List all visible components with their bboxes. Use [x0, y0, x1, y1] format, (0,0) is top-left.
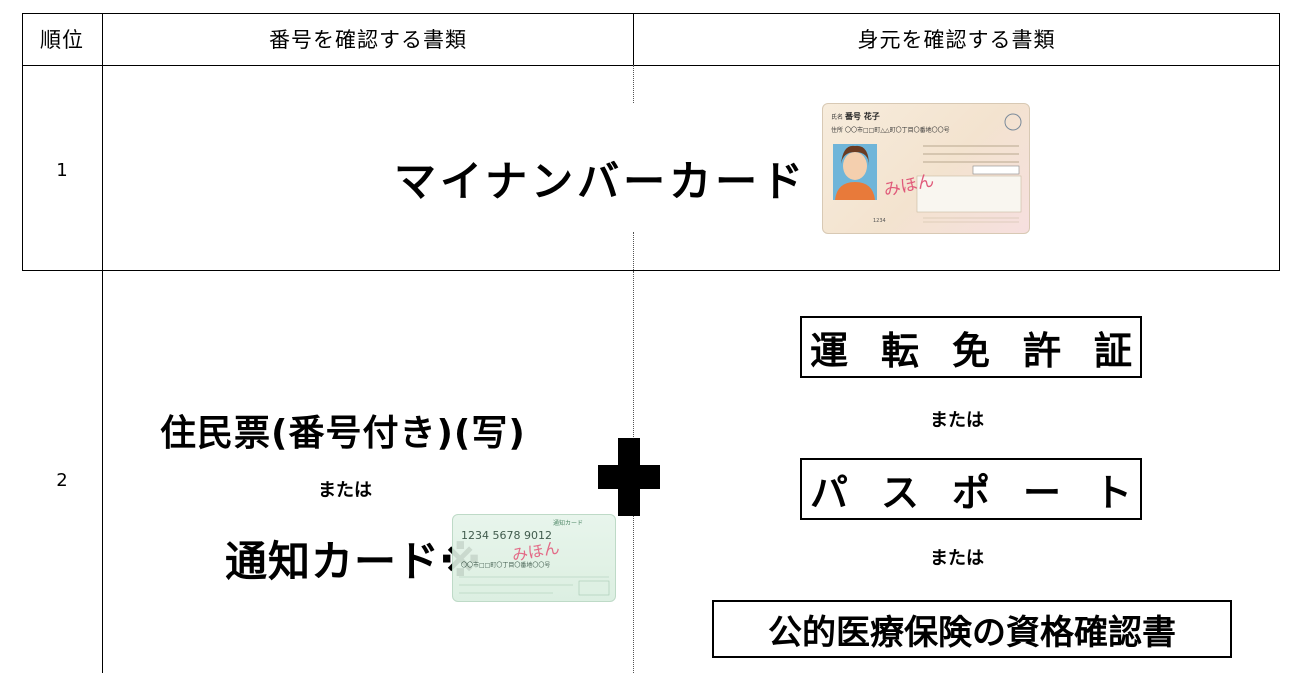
- drivers-license-char-3: 免: [951, 328, 990, 373]
- notice-card-label: 通知カード※: [225, 537, 482, 586]
- drivers-license-box: 運 転 免 許 証: [800, 316, 1142, 378]
- mynumber-card-label: マイナンバーカード: [394, 157, 808, 206]
- drivers-license-char-1: 運: [810, 328, 849, 373]
- juminhyo-label: 住民票(番号付き)(写): [160, 413, 526, 454]
- or-label-right-2: または: [930, 548, 984, 569]
- rank-column-border: [102, 13, 103, 673]
- table-top-border: [22, 13, 1280, 14]
- notice-card-address: 〇〇市□□町〇丁目〇番地〇〇号: [461, 561, 550, 569]
- mynumber-card-image: 氏名 番号 花子 住所 〇〇市□□町△△町〇丁目〇番地〇〇号 みほん 1234: [822, 103, 1030, 234]
- table-left-border: [22, 13, 23, 271]
- notice-card-title: 通知カード: [553, 519, 583, 527]
- or-label-left: または: [318, 480, 372, 501]
- passport-box: パ ス ポ ー ト: [800, 458, 1142, 520]
- header-identity-docs: 身元を確認する書類: [857, 28, 1056, 52]
- passport-char-1: パ: [810, 470, 849, 515]
- table-right-border: [1279, 13, 1280, 271]
- header-rank: 順位: [40, 28, 84, 52]
- header-mid-border: [633, 13, 634, 65]
- drivers-license-char-4: 許: [1022, 328, 1061, 373]
- header-number-docs: 番号を確認する書類: [269, 28, 467, 52]
- passport-char-5: ト: [1093, 470, 1132, 515]
- card-name-label: 氏名: [831, 113, 843, 121]
- drivers-license-char-5: 証: [1093, 328, 1132, 373]
- drivers-license-char-2: 転: [880, 328, 919, 373]
- card-id-number: 1234: [873, 218, 886, 224]
- row2-rank: 2: [56, 470, 68, 491]
- notice-card-number: 1234 5678 9012: [461, 529, 552, 542]
- health-insurance-certificate-box: 公的医療保険の資格確認書: [712, 600, 1232, 658]
- passport-char-3: ポ: [951, 470, 990, 515]
- health-insurance-certificate-label: 公的医療保険の資格確認書: [768, 612, 1176, 653]
- header-bottom-border: [22, 65, 1280, 66]
- card-address-label: 住所: [831, 126, 843, 134]
- card-address: 〇〇市□□町△△町〇丁目〇番地〇〇号: [845, 126, 950, 134]
- passport-char-2: ス: [880, 470, 919, 515]
- or-label-right-1: または: [930, 410, 984, 431]
- passport-char-4: ー: [1022, 470, 1061, 515]
- row1-dotted-divider-top: [633, 65, 634, 103]
- plus-icon: [598, 438, 660, 516]
- row1-dotted-divider-bottom: [633, 232, 634, 270]
- card-name: 番号 花子: [844, 111, 880, 121]
- row1-rank: 1: [56, 160, 68, 181]
- row1-bottom-border: [22, 270, 1280, 271]
- notice-card-image: 通知カード 1234 5678 9012 みほん 〇〇市□□町〇丁目〇番地〇〇号: [452, 514, 616, 602]
